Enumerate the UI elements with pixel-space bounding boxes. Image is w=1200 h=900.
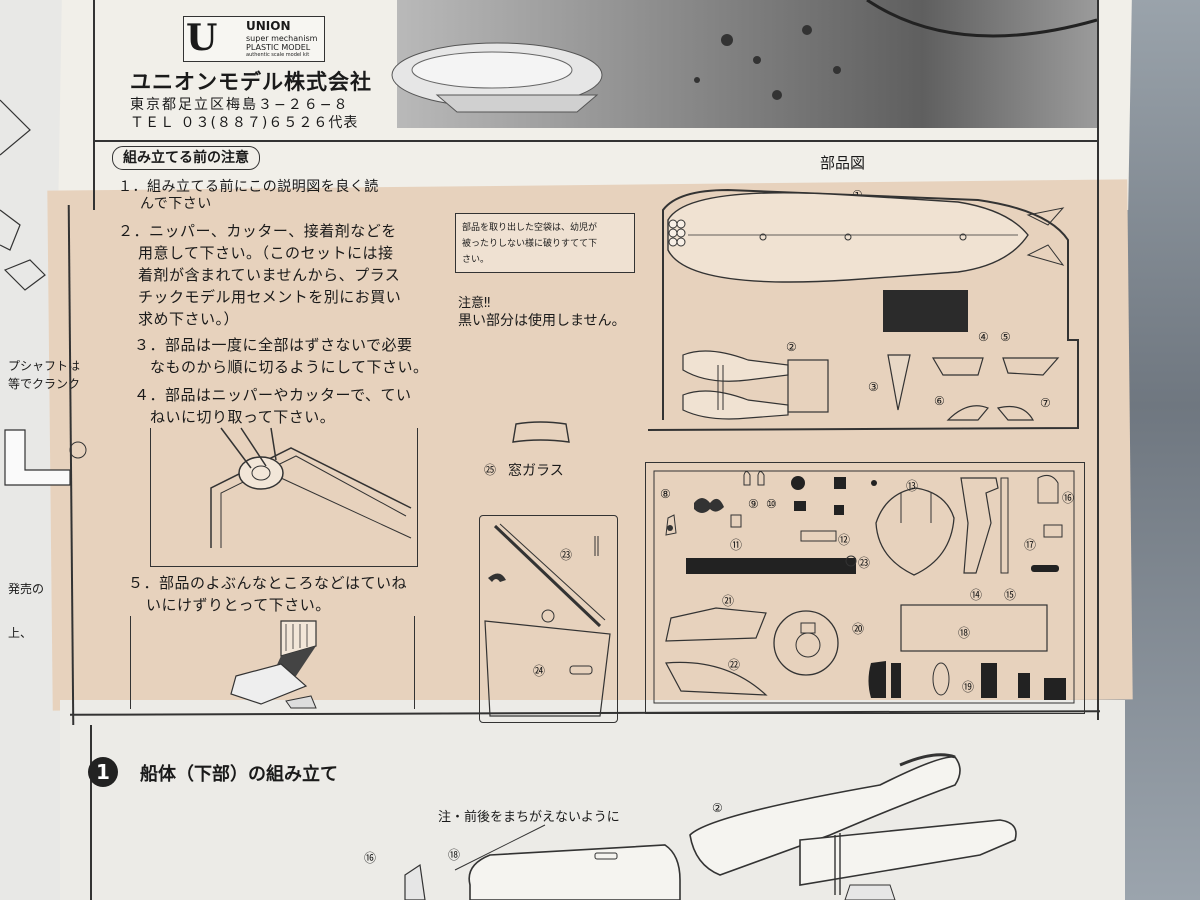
part-14-label: ⑭ <box>970 588 983 602</box>
step-1-number: 1 <box>88 757 118 787</box>
precaution-2-line3: 着剤が含まれていませんから、プラス <box>138 266 401 284</box>
upper-sprue-drawing <box>647 188 1079 431</box>
part-13-label: ⑬ <box>906 479 919 493</box>
precaution-2-line1: ２．ニッパー、カッター、接着剤などを <box>118 222 397 240</box>
nipper-cutting-drawing <box>210 427 412 548</box>
lower-sprue-frame <box>645 462 1085 714</box>
part-6-label: ⑥ <box>934 394 945 408</box>
left-fragment-line1: プシャフトは <box>8 359 81 373</box>
left-fragment-line4: 上、 <box>8 626 33 640</box>
note-text: 黒い部分は使用しません。 <box>458 313 626 329</box>
step-1-note: 注・前後をまちがえないように <box>438 810 620 825</box>
bag-warning-box: 部品を取り出した空袋は、幼児が 被ったりしない様に破りすてて下 さい。 <box>455 213 635 273</box>
step-1-part-18-label: ⑱ <box>448 848 461 862</box>
sheet-right-border <box>1097 0 1099 720</box>
precaution-2-line4: チックモデル用セメントを別にお買い <box>138 288 402 306</box>
sheet-left-border-bottom <box>90 725 92 900</box>
precaution-1-line1: １．組み立てる前にこの説明図を良く読 <box>118 179 379 195</box>
note-title: 注意‼ <box>458 296 491 311</box>
lower-sprue-drawing <box>653 470 1075 704</box>
company-tel: ＴＥＬ ０３(８８７)６５２６代表 <box>130 115 359 131</box>
part-20-label: ⑳ <box>852 622 865 636</box>
precaution-5-line2: いにけずりとって下さい。 <box>146 596 331 614</box>
part-24-label: ㉔ <box>533 664 546 678</box>
window-part-label: 窓ガラス <box>508 463 564 479</box>
company-address: 東京都足立区梅島３−２６−８ <box>130 97 350 113</box>
bag-warning-line2: 被ったりしない様に破りすてて下 <box>462 239 598 249</box>
company-name: ユニオンモデル株式会社 <box>130 70 372 94</box>
left-fragment-drawing <box>0 99 46 291</box>
step-1-assembly-drawing <box>404 753 1017 900</box>
part-23-label-clear: ㉓ <box>560 548 573 562</box>
part-19-label: ⑲ <box>962 680 975 694</box>
left-fragment-drawing-2 <box>4 429 87 486</box>
union-logo-line1: super mechanism <box>246 34 318 43</box>
part-10-label: ⑩ <box>766 497 777 511</box>
part-9-label: ⑨ <box>748 497 759 511</box>
part-8-label: ⑧ <box>660 487 671 501</box>
union-logo-line2: PLASTIC MODEL <box>246 43 311 52</box>
nipper-illustration-frame <box>150 427 418 567</box>
spaceship-art <box>391 0 1098 113</box>
precaution-3-line1: ３．部品は一度に全部はずさないで必要 <box>134 336 413 354</box>
file-illustration-frame <box>130 616 415 709</box>
part-2-label: ② <box>786 340 797 354</box>
precaution-3-line2: なものから順に切るようにして下さい。 <box>150 358 429 376</box>
part-23-label: ㉓ <box>858 556 871 570</box>
part-22-label: ㉒ <box>728 658 741 672</box>
window-part-number: ㉕ <box>484 463 497 477</box>
step-1-part-2-label: ② <box>712 801 723 815</box>
clear-sprue-frame <box>479 515 618 723</box>
precautions-title: 組み立てる前の注意 <box>123 150 249 166</box>
window-glass-part <box>512 421 570 443</box>
precaution-1-line2: んで下さい <box>140 196 212 212</box>
union-logo-mark: U <box>186 17 217 59</box>
left-fragment-line2: 等でクランク <box>8 377 81 391</box>
part-4-label: ④ <box>978 330 989 344</box>
part-3-label: ③ <box>868 380 879 394</box>
precautions-title-box: 組み立てる前の注意 <box>112 146 260 170</box>
file-sanding-drawing <box>230 620 317 709</box>
precaution-5-line1: ５．部品のよぶんなところなどはていね <box>128 574 408 592</box>
left-fragment-line3: 発売の <box>8 582 45 596</box>
part-21-label: ㉑ <box>722 594 735 608</box>
step-1-title: 船体（下部）の組み立て <box>140 764 338 785</box>
union-logo-brand: UNION <box>246 19 291 33</box>
box-art-illustration <box>391 0 1098 128</box>
precaution-2-line5: 求め下さい。） <box>138 310 240 328</box>
part-15-label: ⑮ <box>1004 588 1017 602</box>
union-logo: U UNION super mechanism PLASTIC MODEL au… <box>183 16 325 62</box>
sheet-left-border-top <box>93 0 95 210</box>
part-17-label: ⑰ <box>1024 538 1037 552</box>
part-5-label: ⑤ <box>1000 330 1011 344</box>
part-16-label: ⑯ <box>1062 491 1075 505</box>
precaution-2-line2: 用意して下さい。（このセットには接 <box>138 244 394 262</box>
part-11-label: ⑪ <box>730 538 743 552</box>
parts-diagram-title: 部品図 <box>820 154 866 172</box>
precaution-4-line1: ４．部品はニッパーやカッターで、てい <box>134 386 412 404</box>
clear-sprue-drawing <box>484 523 611 717</box>
precaution-4-line2: ねいに切り取って下さい。 <box>150 408 336 426</box>
step-1-part-16-label: ⑯ <box>364 851 377 865</box>
bag-warning-line1: 部品を取り出した空袋は、幼児が <box>462 223 598 233</box>
part-18-label: ⑱ <box>958 626 971 640</box>
part-12-label: ⑫ <box>838 533 851 547</box>
header-bottom-rule <box>95 140 1098 142</box>
union-logo-line3: authentic scale model kit <box>246 52 310 58</box>
bag-warning-line3: さい。 <box>462 255 490 265</box>
part-7-label: ⑦ <box>1040 396 1051 410</box>
